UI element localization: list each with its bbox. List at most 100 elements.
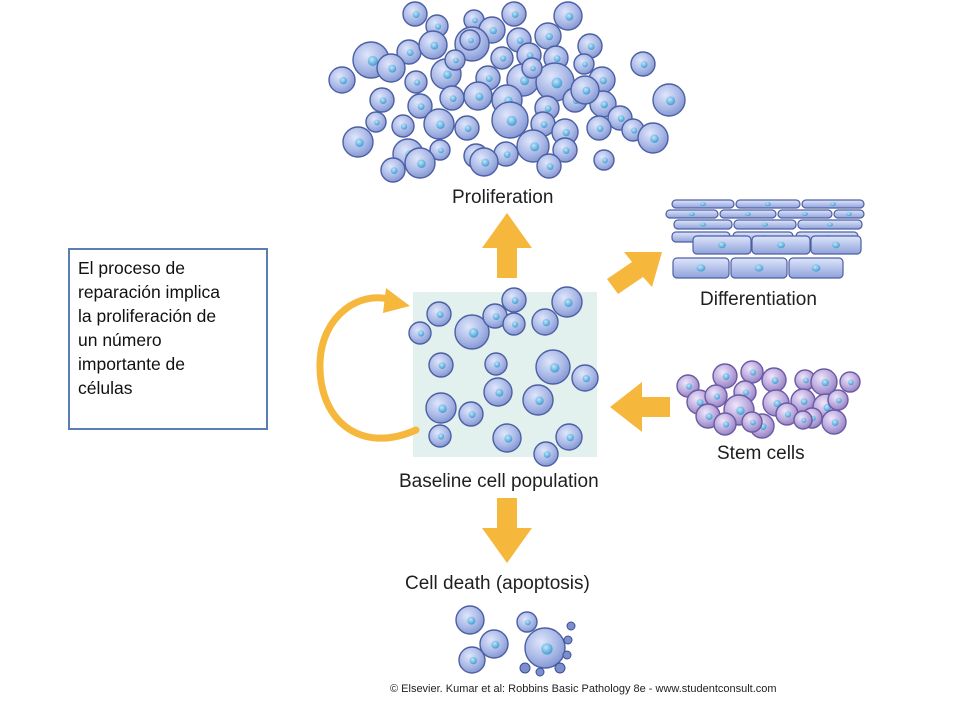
differentiated-cell xyxy=(751,235,811,255)
stem-cell xyxy=(712,363,738,389)
cell xyxy=(439,85,465,111)
cell xyxy=(571,364,599,392)
cell xyxy=(652,83,686,117)
cell xyxy=(524,627,566,669)
apoptotic-body xyxy=(566,621,576,631)
cell xyxy=(522,384,554,416)
cell xyxy=(573,53,595,75)
cell xyxy=(484,352,508,376)
copyright-notice: © Elsevier. Kumar et al: Robbins Basic P… xyxy=(390,683,777,695)
differentiated-cell xyxy=(665,209,719,219)
differentiated-cell xyxy=(797,219,863,230)
cell xyxy=(536,153,562,179)
cell xyxy=(408,321,432,345)
cell xyxy=(328,66,356,94)
differentiated-cell xyxy=(810,235,862,255)
stem-cell xyxy=(821,409,847,435)
cell xyxy=(454,314,490,350)
cell xyxy=(491,101,529,139)
cell xyxy=(404,147,436,179)
cell xyxy=(552,137,578,163)
label-differentiation: Differentiation xyxy=(700,289,817,310)
cell xyxy=(492,423,522,453)
cell xyxy=(482,303,508,329)
cell xyxy=(458,401,484,427)
cell xyxy=(553,1,583,31)
cell xyxy=(407,93,433,119)
cell xyxy=(444,49,466,71)
stem-cell xyxy=(761,367,787,393)
cell xyxy=(455,605,485,635)
cell xyxy=(469,147,499,177)
self-renewal-loop-arrow xyxy=(316,294,420,442)
cell xyxy=(365,111,387,133)
differentiated-cell xyxy=(692,235,752,255)
cell xyxy=(402,1,428,27)
cell xyxy=(570,75,600,105)
cell xyxy=(490,46,514,70)
arrow-down-icon xyxy=(482,498,532,563)
stem-cell xyxy=(741,411,763,433)
cell xyxy=(501,287,527,313)
differentiated-cell xyxy=(788,257,844,279)
cell xyxy=(479,629,509,659)
apoptotic-body xyxy=(554,662,566,674)
apoptotic-body xyxy=(563,635,573,645)
differentiated-cell xyxy=(730,257,788,279)
cell xyxy=(593,149,615,171)
cell xyxy=(369,87,395,113)
stem-cell xyxy=(827,389,849,411)
cell xyxy=(586,115,612,141)
cell xyxy=(342,126,374,158)
proliferation-cells xyxy=(328,1,686,183)
cell xyxy=(630,51,656,77)
arrow-right-up-icon xyxy=(607,252,662,294)
cell xyxy=(380,157,406,183)
differentiated-cell xyxy=(673,219,733,230)
differentiated-cell xyxy=(719,209,777,219)
stem-cells-cluster xyxy=(676,360,861,439)
differentiated-cell xyxy=(733,219,797,230)
note-textbox: El proceso de reparación implica la prol… xyxy=(68,248,268,430)
cell xyxy=(423,108,455,140)
cell xyxy=(531,308,559,336)
cell xyxy=(458,646,486,674)
cell xyxy=(426,301,452,327)
apoptotic-cells xyxy=(455,605,576,677)
differentiated-cell xyxy=(671,199,735,209)
stem-cell xyxy=(839,371,861,393)
stem-cell xyxy=(740,360,764,384)
cell xyxy=(516,611,538,633)
apoptotic-body xyxy=(519,662,531,674)
cell xyxy=(396,39,422,65)
note-text: El proceso de reparación implica la prol… xyxy=(78,258,221,398)
label-cell-death: Cell death (apoptosis) xyxy=(405,573,590,594)
label-baseline-population: Baseline cell population xyxy=(399,471,599,492)
stem-cell xyxy=(810,368,838,396)
differentiated-cell xyxy=(777,209,833,219)
baseline-cells xyxy=(408,286,599,467)
cell xyxy=(454,115,480,141)
differentiated-cells xyxy=(665,199,865,279)
differentiated-cell xyxy=(735,199,801,209)
cell xyxy=(425,392,457,424)
cell xyxy=(534,22,562,50)
cell xyxy=(533,441,559,467)
differentiated-cell xyxy=(672,257,730,279)
cell xyxy=(555,423,583,451)
label-proliferation: Proliferation xyxy=(452,187,554,208)
cell xyxy=(521,57,543,79)
label-stem-cells: Stem cells xyxy=(717,443,805,464)
differentiated-cell xyxy=(833,209,865,219)
cell xyxy=(551,286,583,318)
arrow-left-icon xyxy=(610,382,670,432)
cell xyxy=(418,30,448,60)
apoptotic-body xyxy=(562,650,572,660)
apoptotic-body xyxy=(535,667,545,677)
cell xyxy=(463,81,493,111)
cell xyxy=(535,349,571,385)
cell xyxy=(459,29,481,51)
cell xyxy=(501,1,527,27)
cell xyxy=(502,312,526,336)
